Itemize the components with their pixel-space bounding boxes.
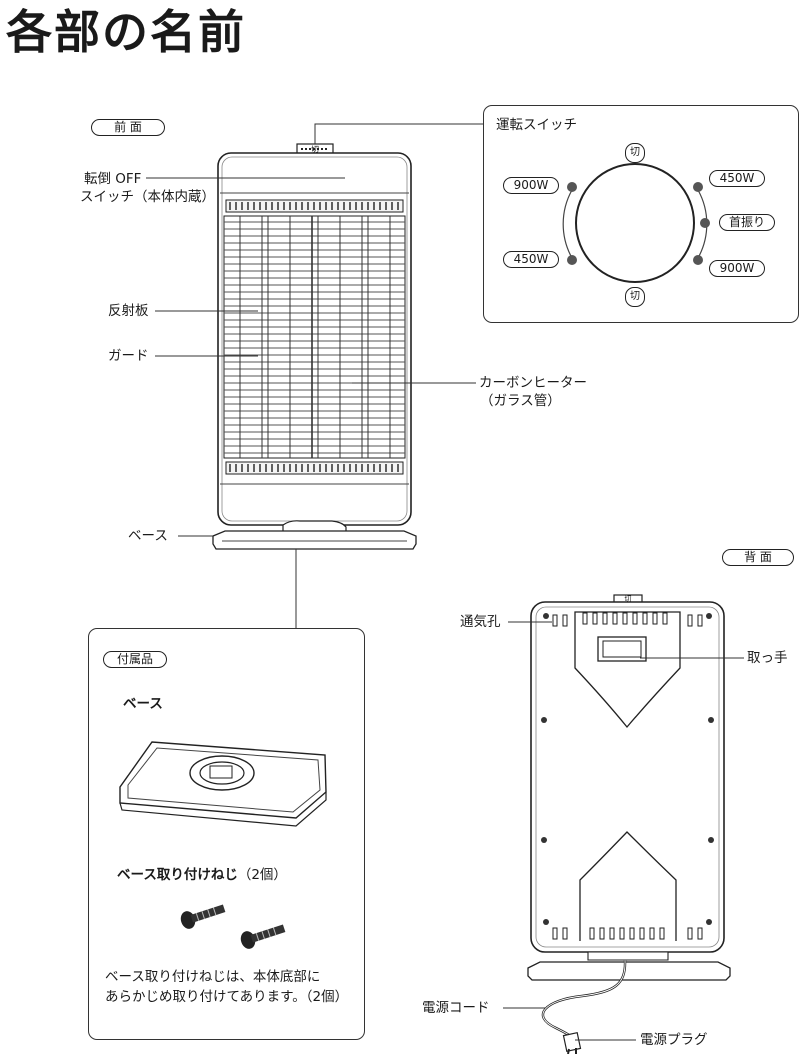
carbon-heater-label: カーボンヒーター (479, 375, 587, 391)
accessories-label: 付属品 (103, 651, 167, 668)
back-knob-mark: 切 (624, 595, 632, 603)
accessory-base-label: ベース (123, 696, 163, 712)
screws-note-line2: あらかじめ取り付けてあります。（2個） (105, 989, 349, 1005)
guard-label: ガード (108, 348, 149, 364)
switch-right-450w: 450W (709, 170, 765, 187)
power-cord-label: 電源コード (422, 1000, 490, 1016)
switch-swing: 首振り (719, 214, 775, 231)
screws-note-line1: ベース取り付けねじは、本体底部に (105, 969, 321, 985)
switch-left-450w: 450W (503, 251, 559, 268)
accessories-panel (88, 628, 365, 1040)
back-view-label: 背 面 (722, 549, 794, 566)
carbon-heater-label-2: （ガラス管） (480, 393, 561, 409)
tip-over-label-2: スイッチ（本体内蔵） (80, 189, 215, 205)
power-plug-label: 電源プラグ (640, 1032, 708, 1048)
base-label: ベース (128, 528, 168, 544)
switch-left-900w: 900W (503, 177, 559, 194)
switch-right-900w: 900W (709, 260, 765, 277)
switch-off-top: 切 (625, 143, 645, 163)
tip-over-label: 転倒 OFF (84, 171, 142, 187)
reflector-label: 反射板 (108, 303, 149, 319)
switch-panel-title: 運転スイッチ (496, 117, 577, 133)
handle-label: 取っ手 (747, 650, 788, 666)
switch-off-bottom: 切 (625, 287, 645, 307)
front-view-label: 前 面 (91, 119, 165, 136)
screws-heading: ベース取り付けねじ（2個） (117, 867, 287, 884)
screws-title: ベース取り付けねじ (117, 867, 238, 883)
vent-label: 通気孔 (460, 614, 501, 630)
page-title: 各部の名前 (6, 5, 246, 59)
switch-panel (483, 105, 799, 323)
front-knob-mark: 切 (311, 145, 319, 154)
screws-count: （2個） (237, 867, 287, 883)
